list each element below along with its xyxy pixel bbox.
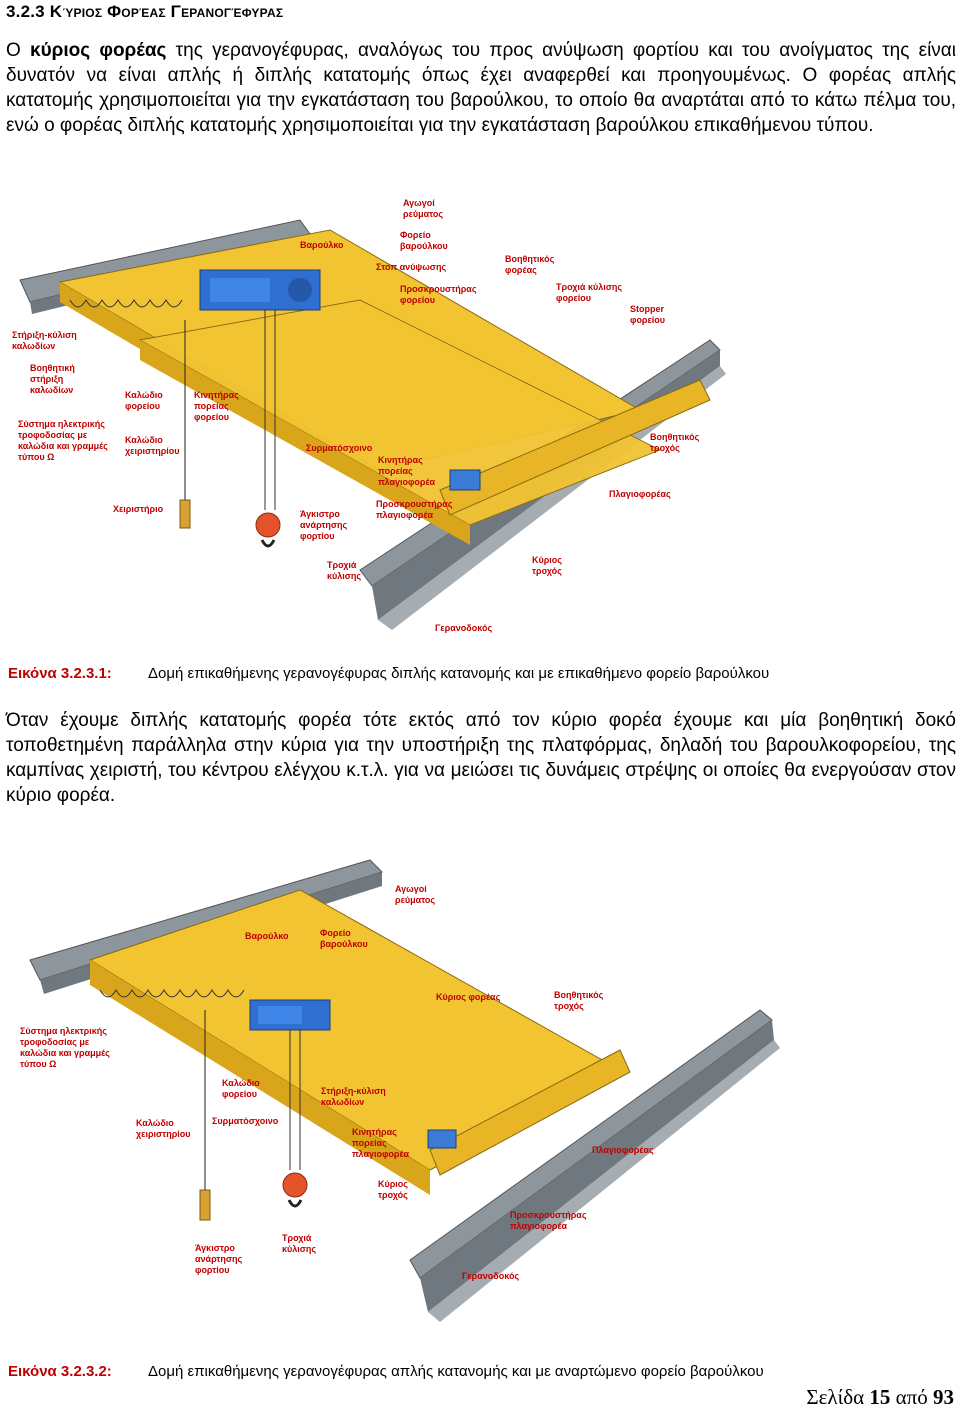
paragraph-2: Όταν έχουμε διπλής κατατομής φορέα τότε … [6, 710, 956, 806]
footer-middle: από [890, 1385, 933, 1409]
figure-1-caption-text: Δομή επικαθήμενης γερανογέφυρας διπλής κ… [148, 665, 770, 682]
footer-total-pages: 93 [933, 1385, 954, 1409]
svg-text:Πλαγιοφορέας: Πλαγιοφορέας [592, 1145, 654, 1155]
figure-1-caption: Εικόνα 3.2.3.1: Δομή επικαθήμενης γερανογ… [8, 665, 769, 682]
svg-text:Βαρούλκο: Βαρούλκο [300, 240, 344, 250]
svg-text:Γερανοδοκός: Γερανοδοκός [462, 1271, 519, 1281]
paragraph-1-prefix: Ο [6, 40, 30, 61]
section-number: 3.2.3 [6, 2, 45, 21]
figure-2-caption: Εικόνα 3.2.3.2: Δομή επικαθήμενης γερανογ… [8, 1363, 764, 1380]
footer-page-number: 15 [869, 1385, 891, 1409]
paragraph-1-text: της γερανογέφυρας, αναλόγως του προς ανύ… [6, 40, 956, 136]
svg-text:Βαρούλκο: Βαρούλκο [245, 931, 289, 941]
figure-1-caption-label: Εικόνα 3.2.3.1: [8, 665, 112, 682]
figure-2-caption-label: Εικόνα 3.2.3.2: [8, 1363, 112, 1380]
figure-2-caption-text: Δομή επικαθήμενης γερανογέφυρας απλής κα… [148, 1363, 764, 1380]
section-title: Κύριος Φορέας Γερανογέφυρας [49, 2, 284, 21]
paragraph-1-bold: κύριος φορέας [29, 40, 167, 61]
svg-text:Πλαγιοφορέας: Πλαγιοφορέας [609, 489, 671, 499]
page-footer: Σελίδα 15 από 93 [806, 1385, 954, 1410]
svg-text:Κύριος φορέας: Κύριος φορέας [436, 992, 501, 1002]
svg-text:Χειριστήριο: Χειριστήριο [113, 504, 164, 514]
svg-text:Συρματόσχοινο: Συρματόσχοινο [306, 443, 373, 453]
paragraph-1: Ο κύριος φορέας της γερανογέφυρας, αναλό… [6, 38, 956, 138]
svg-text:Συρματόσχοινο: Συρματόσχοινο [212, 1116, 279, 1126]
footer-prefix: Σελίδα [806, 1385, 870, 1409]
svg-text:Στοπ ανύψωσης: Στοπ ανύψωσης [376, 262, 446, 272]
section-heading: 3.2.3 Κύριος Φορέας Γερανογέφυρας [6, 2, 283, 22]
svg-text:Γερανοδοκός: Γερανοδοκός [435, 623, 492, 633]
